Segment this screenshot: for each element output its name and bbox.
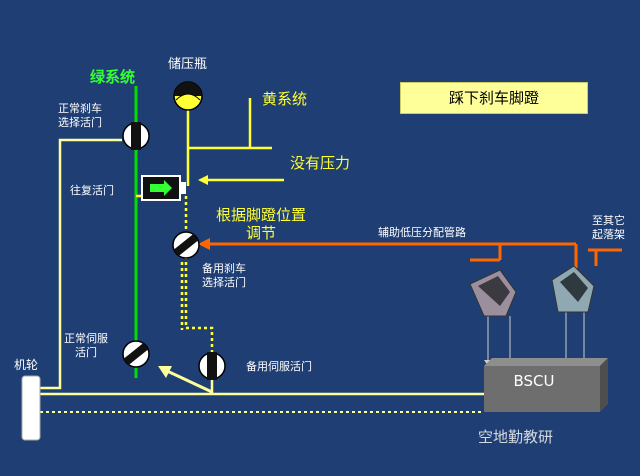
alternate-brake-selector-label: 备用刹车 选择活门 — [202, 262, 246, 289]
normal-brake-output-line — [38, 138, 122, 390]
accumulator-icon — [173, 81, 203, 111]
normal-brake-selector-label: 正常刹车 选择活门 — [58, 102, 102, 129]
alternate-dotted-line — [184, 196, 214, 354]
bscu-label: BSCU — [513, 372, 555, 390]
aux-low-pressure-line-label: 辅助低压分配管路 — [378, 226, 466, 239]
accumulator-label: 储压瓶 — [168, 57, 208, 72]
wheel-icon — [21, 375, 41, 441]
right-brake-pedal-icon — [551, 265, 595, 313]
title-box: 踩下刹车脚蹬 — [400, 82, 588, 114]
tach-label: TACH — [26, 382, 34, 396]
shuttle-valve-icon — [141, 175, 186, 201]
yellow-system-label: 黄系统 — [262, 90, 308, 108]
no-pressure-label: 没有压力 — [290, 154, 351, 172]
green-system-label: 绿系统 — [90, 68, 136, 86]
alternate-servo-valve-label: 备用伺服活门 — [246, 360, 312, 373]
normal-servo-valve-icon — [122, 340, 150, 368]
servo-command-arrow — [164, 368, 213, 394]
normal-brake-selector-valve-icon — [122, 122, 150, 150]
adjust-by-pedal-label: 根据脚蹬位置 调节 — [216, 206, 307, 242]
watermark: 空地勤教研 — [478, 428, 554, 446]
to-other-gear-label: 至其它 起落架 — [592, 214, 625, 241]
wheel-label: 机轮 — [14, 358, 39, 372]
left-brake-pedal-icon — [469, 269, 517, 317]
bscu-box — [484, 358, 608, 412]
normal-servo-valve-label: 正常伺服 活门 — [64, 332, 108, 359]
shuttle-valve-label: 往复活门 — [70, 184, 114, 197]
alternate-brake-selector-valve-icon — [172, 231, 200, 259]
alternate-servo-valve-icon — [198, 352, 226, 380]
